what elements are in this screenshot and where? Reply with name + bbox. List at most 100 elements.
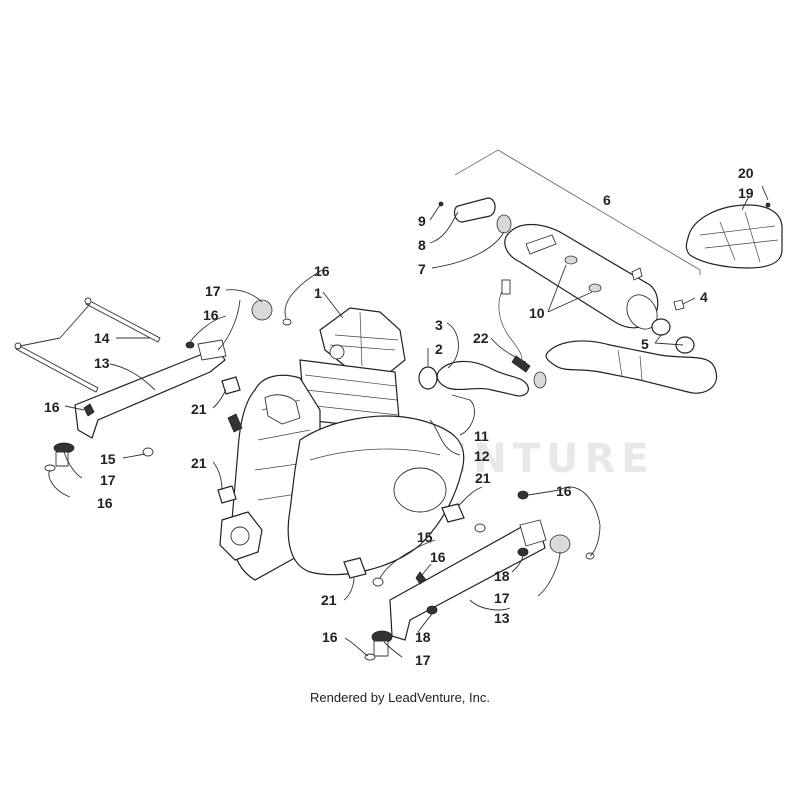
- sensor-connector: [501, 279, 511, 295]
- callout-16a: 16: [314, 263, 330, 279]
- callout-9: 9: [418, 213, 426, 229]
- leader-7: [431, 231, 505, 269]
- cylinder-head: [319, 307, 406, 373]
- isolator-17c: [549, 534, 571, 554]
- callout-4: 4: [700, 289, 708, 305]
- callout-3: 3: [435, 317, 443, 333]
- callout-17a: 17: [205, 283, 221, 299]
- grommet-10b: [588, 283, 602, 293]
- leader-19: [741, 197, 749, 211]
- callout-13b: 13: [494, 610, 510, 626]
- cover-seam: [309, 448, 441, 461]
- leader-21b: [212, 461, 223, 491]
- callout-11: 11: [474, 428, 489, 444]
- clamp-5: [675, 336, 695, 354]
- nut-18b: [426, 605, 438, 615]
- leader-17c: [537, 551, 561, 597]
- nut-16a: [282, 318, 292, 326]
- isolator-17b: [53, 442, 75, 454]
- callout-21a: 21: [191, 401, 207, 417]
- clamp-4: [651, 318, 671, 336]
- leader-16d: [48, 469, 71, 498]
- left-mount-parts: [14, 297, 292, 504]
- clutch-cover: [287, 415, 465, 576]
- leader-18b: [417, 613, 433, 633]
- muffler-mount-tab: [525, 234, 557, 255]
- callout-16e: 16: [556, 483, 572, 499]
- callout-17d: 17: [415, 652, 431, 668]
- callout-13a: 13: [94, 355, 110, 371]
- spacer-15b: [474, 523, 486, 533]
- callout-19: 19: [738, 185, 754, 201]
- callout-10: 10: [529, 305, 545, 321]
- cylinder-fins: [304, 374, 399, 416]
- callout-15a: 15: [100, 451, 116, 467]
- leader-17d: [383, 641, 403, 658]
- leader-11: [451, 394, 475, 436]
- screw-20: [765, 202, 771, 208]
- output-shaft: [230, 526, 250, 546]
- leader-1: [322, 291, 344, 319]
- spacer-21b: [217, 485, 237, 504]
- engine-bolt: [227, 413, 243, 433]
- leader-12: [429, 419, 461, 456]
- leader-13a: [109, 363, 156, 391]
- bolt-head-14a: [84, 297, 92, 305]
- callout-12: 12: [474, 448, 490, 464]
- leader-16f: [420, 563, 432, 577]
- callout-21d: 21: [321, 592, 337, 608]
- isolator-stud: [55, 451, 69, 467]
- through-bolt-14b: [15, 344, 99, 393]
- muffler-hanger: [631, 267, 643, 281]
- callout-21b: 21: [191, 455, 207, 471]
- leader-14: [19, 303, 150, 347]
- nut-16g: [415, 571, 427, 585]
- leader-16a: [284, 269, 323, 319]
- nut-16c: [83, 403, 95, 417]
- spark-plug: [329, 344, 345, 360]
- isolator-17a: [251, 299, 273, 321]
- spacer-21d: [343, 557, 367, 579]
- starter-motor: [264, 394, 301, 425]
- leader-16c: [64, 405, 85, 411]
- head-pipe-seams: [617, 349, 643, 381]
- sensor-wire: [498, 285, 523, 361]
- clutch-cover-boss: [393, 467, 447, 513]
- callout-16d: 16: [97, 495, 113, 511]
- leader-13b: [469, 599, 511, 611]
- heat-shield-19: [685, 204, 783, 269]
- leader-20: [761, 185, 769, 201]
- callout-labels: 20 19 6 9 8 7 16 1 17 16 10 4 3 22 2 5 1…: [44, 165, 754, 668]
- gasket-2: [418, 366, 438, 390]
- callout-5: 5: [641, 336, 649, 352]
- spacer-15c: [372, 577, 384, 587]
- callout-16f: 16: [430, 549, 446, 565]
- assembly-bracket-line: [454, 149, 701, 275]
- exhaust-coupler: [533, 371, 547, 389]
- head-pipe: [545, 340, 718, 394]
- leader-21a: [212, 389, 227, 409]
- leader-15b: [379, 539, 436, 579]
- leader-4: [682, 297, 696, 305]
- callout-20: 20: [738, 165, 754, 181]
- callout-14: 14: [94, 330, 110, 346]
- nut-16b: [185, 341, 195, 349]
- callout-15b: 15: [417, 529, 433, 545]
- grommet-10a: [564, 255, 578, 265]
- leader-15a: [122, 453, 146, 459]
- spacer-15a: [142, 447, 154, 457]
- callout-16g: 16: [322, 629, 338, 645]
- leader-21c: [457, 486, 483, 507]
- callout-18b: 18: [415, 629, 431, 645]
- bolt-4: [673, 299, 685, 311]
- isolator-stud-b: [373, 640, 389, 657]
- callout-2: 2: [435, 341, 443, 357]
- callout-8: 8: [418, 237, 426, 253]
- leader-10: [547, 264, 593, 313]
- spacer-21c: [441, 503, 465, 523]
- callout-21c: 21: [475, 470, 491, 486]
- engine-assembly: [219, 307, 465, 581]
- leader-lines: [19, 185, 769, 658]
